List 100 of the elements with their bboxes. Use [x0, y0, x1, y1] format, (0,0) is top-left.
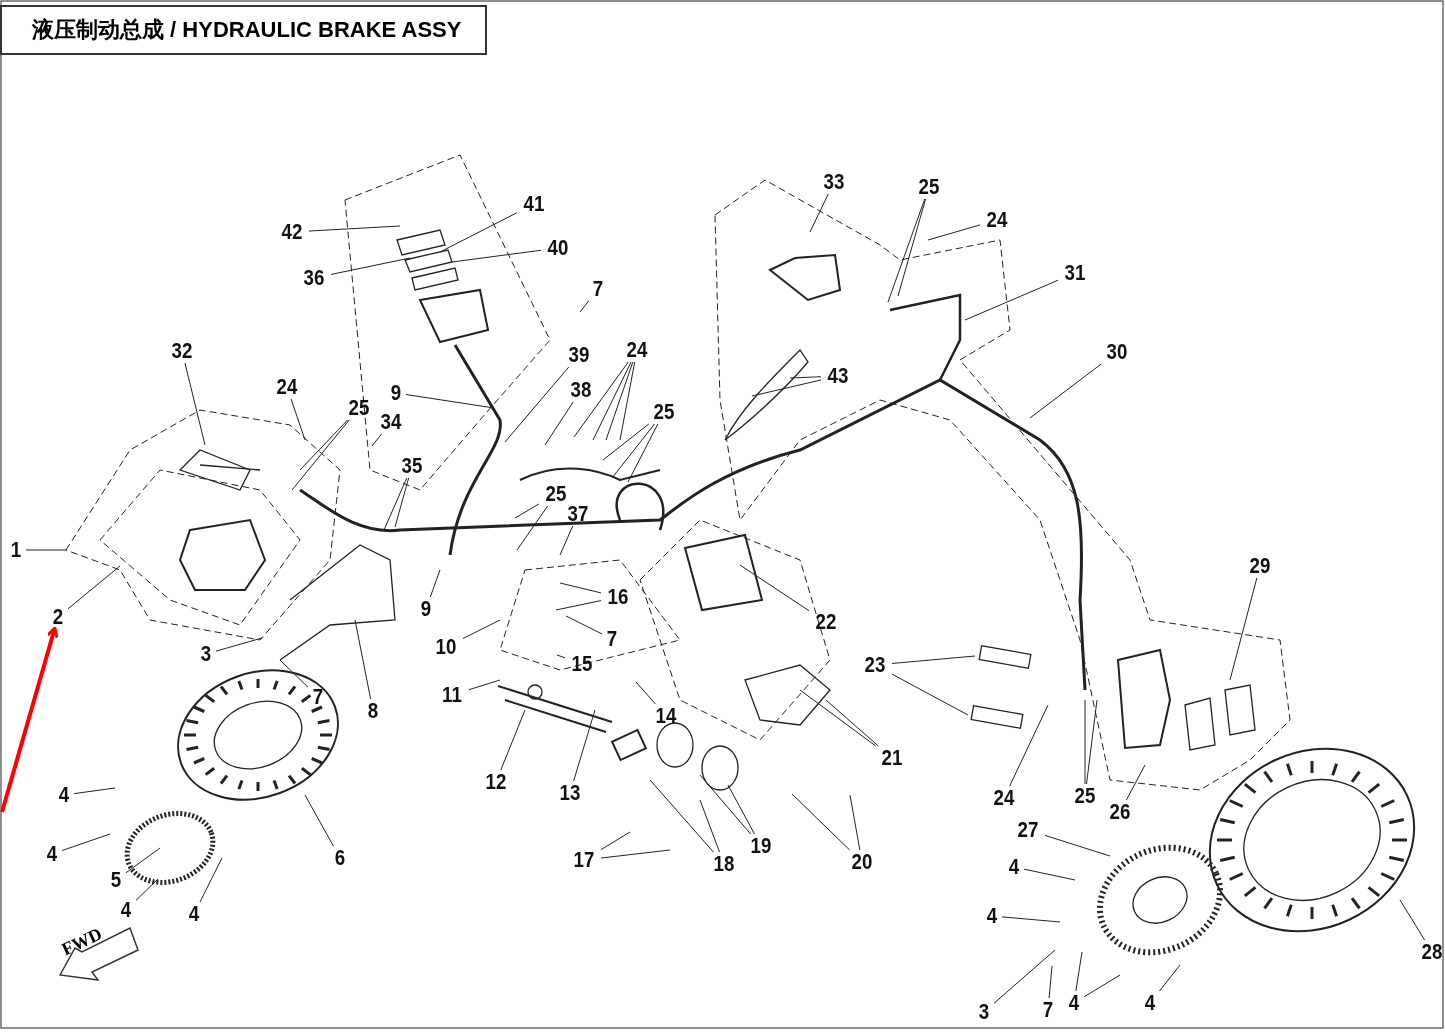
leader-line [555, 600, 602, 611]
callout-number: 23 [864, 653, 886, 677]
callout-number: 7 [312, 685, 324, 709]
leader-line [25, 549, 67, 551]
callout-number: 18 [713, 852, 735, 876]
callout-number: 2 [52, 605, 64, 629]
leader-line [699, 774, 752, 835]
leader-line [739, 564, 810, 612]
callout-number: 43 [827, 364, 849, 388]
callout-number: 34 [380, 410, 402, 434]
leader-line [1084, 699, 1086, 785]
leader-line [964, 279, 1059, 321]
leader-line [304, 794, 334, 847]
leader-line [556, 654, 566, 659]
leader-line [308, 225, 401, 232]
callout-number: 13 [559, 781, 581, 805]
callout-number: 25 [545, 482, 567, 506]
callout-number: 25 [918, 175, 940, 199]
callout-number: 4 [986, 904, 998, 928]
callout-number: 9 [420, 597, 432, 621]
callout-number: 25 [653, 400, 675, 424]
leader-line [559, 582, 602, 594]
callout-number: 31 [1064, 261, 1086, 285]
leader-line [1125, 764, 1146, 801]
leader-line [627, 423, 659, 483]
callout-number: 25 [348, 396, 370, 420]
leader-line [1399, 899, 1426, 941]
leader-line [600, 849, 671, 859]
leader-line [635, 681, 656, 705]
callout-number: 9 [390, 381, 402, 405]
callout-number: 1 [10, 538, 22, 562]
callout-number: 3 [978, 1000, 990, 1024]
leader-line [67, 565, 121, 610]
leader-line [602, 423, 650, 461]
leader-line [279, 659, 309, 688]
callout-number: 7 [1042, 998, 1054, 1022]
leader-line [565, 615, 603, 635]
callout-number: 37 [567, 502, 589, 526]
leader-line [371, 433, 382, 447]
callout-number: 38 [570, 378, 592, 402]
arrow [0, 626, 59, 813]
leader-line [135, 878, 159, 901]
leader-line [394, 477, 410, 528]
callout-number: 4 [46, 842, 58, 866]
callout-number: 11 [442, 683, 462, 707]
leader-line [439, 212, 518, 253]
leader-line [897, 198, 927, 297]
leader-line [215, 637, 263, 652]
leader-line [1023, 868, 1076, 881]
callout-number: 42 [281, 220, 303, 244]
leader-line [330, 257, 411, 275]
callout-number: 17 [573, 848, 595, 872]
leader-line [462, 619, 501, 639]
leader-line [993, 949, 1056, 1004]
callout-number: 20 [851, 850, 873, 874]
callout-number: 7 [606, 627, 618, 651]
callout-number: 19 [750, 834, 772, 858]
leader-line [184, 362, 206, 446]
leader-line [1086, 699, 1098, 785]
leader-line [61, 833, 111, 852]
callout-number: 26 [1109, 800, 1131, 824]
leader-line [573, 709, 596, 782]
leader-line [1048, 965, 1053, 999]
callout-number: 3 [200, 642, 212, 666]
callout-number: 27 [1017, 818, 1039, 842]
leader-line [1229, 577, 1258, 681]
leader-line [290, 398, 306, 441]
leader-line [799, 689, 877, 747]
callout-number: 41 [523, 192, 545, 216]
callout-number: 4 [188, 902, 200, 926]
leader-line [468, 679, 501, 691]
leader-line [891, 655, 976, 664]
callout-number: 7 [592, 277, 604, 301]
callout-number: 5 [110, 868, 122, 892]
leader-line [573, 361, 629, 438]
leader-line [1083, 974, 1121, 998]
leader-line [1158, 964, 1181, 992]
callout-number: 16 [607, 585, 629, 609]
callout-number: 4 [58, 783, 70, 807]
leader-line [1009, 704, 1049, 787]
callout-number: 24 [276, 375, 298, 399]
callout-number: 24 [626, 338, 648, 362]
leader-line [125, 847, 161, 874]
leader-line [699, 799, 720, 853]
callout-number: 4 [1144, 991, 1156, 1015]
leader-line [611, 423, 656, 479]
callout-number: 33 [823, 170, 845, 194]
leader-line [727, 784, 755, 835]
callout-number: 10 [435, 635, 457, 659]
callout-number: 21 [881, 746, 903, 770]
leader-line [789, 376, 822, 379]
callout-number: 6 [334, 846, 346, 870]
leader-line [544, 401, 574, 446]
callout-number: 32 [171, 339, 193, 363]
callout-number: 4 [1068, 991, 1080, 1015]
callout-number: 4 [1008, 855, 1020, 879]
leader-line [649, 779, 714, 853]
leader-line [751, 379, 822, 397]
callout-number: 8 [367, 699, 379, 723]
leader-line [619, 361, 636, 441]
